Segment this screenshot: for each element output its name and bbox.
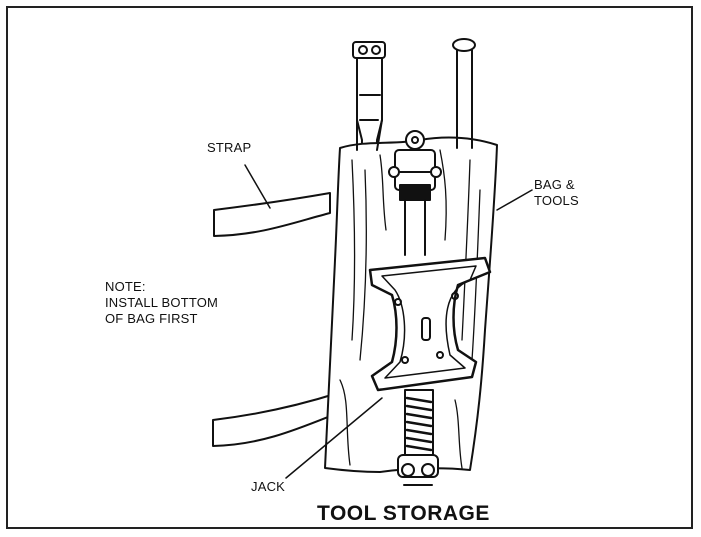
strap-leader	[244, 164, 271, 209]
jack-top-clevis	[388, 130, 442, 201]
figure-caption: TOOL STORAGE	[317, 502, 490, 525]
bag-wrinkles	[339, 149, 481, 469]
jack-label: JACK	[251, 479, 286, 494]
jack-base	[368, 256, 492, 392]
leader-lines	[244, 164, 533, 479]
strap-label: STRAP	[207, 140, 252, 155]
upper-strap	[213, 192, 331, 237]
bag-tools-leader	[496, 189, 533, 211]
lower-strap	[212, 392, 339, 447]
note-line1: NOTE:	[105, 279, 146, 294]
bag-tools-label-line1: BAG &	[534, 177, 575, 192]
bag-tools-label-line2: TOOLS	[534, 193, 579, 208]
note-line3: OF BAG FIRST	[105, 311, 198, 326]
note-line2: INSTALL BOTTOM	[105, 295, 219, 310]
jack-screw	[397, 389, 439, 486]
jack-leader	[285, 397, 383, 479]
